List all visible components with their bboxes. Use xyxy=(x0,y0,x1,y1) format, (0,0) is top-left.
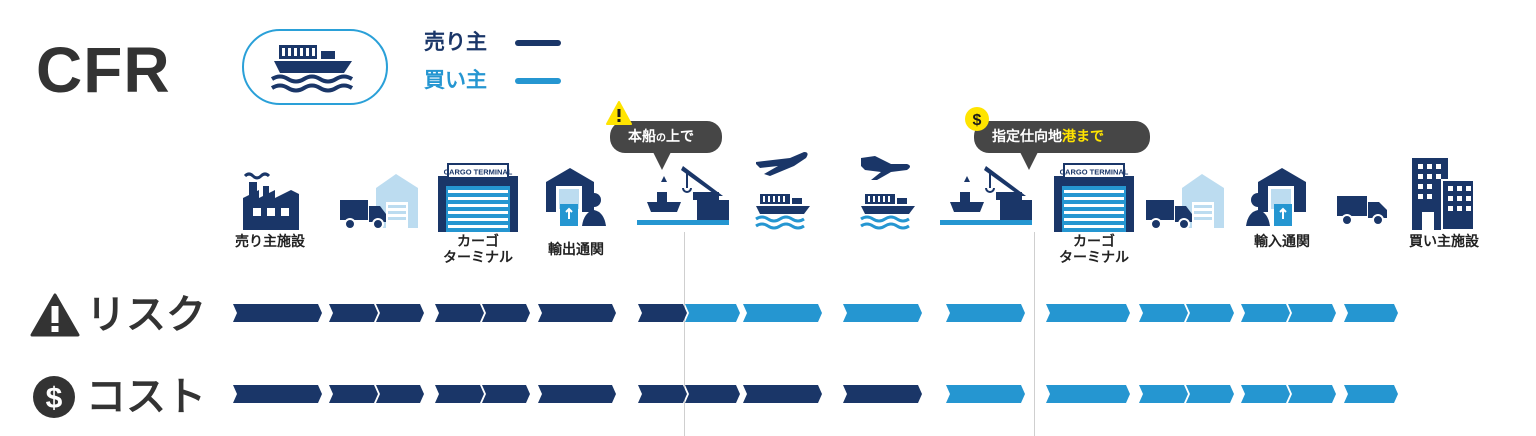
terminal-sign: CARGO TERMINAL xyxy=(1060,168,1129,177)
exclamation-triangle-icon xyxy=(606,101,632,125)
bar-segment-seller xyxy=(843,385,922,403)
callout-text: 本船 xyxy=(628,129,656,145)
bar-segment-seller xyxy=(376,304,424,322)
bar-segment-buyer xyxy=(946,385,1025,403)
legend-seller-label: 売り主 xyxy=(424,30,487,54)
step-label-cargo-terminal-import: カーゴ ターミナル xyxy=(1059,234,1129,266)
bar-segment-buyer xyxy=(1288,304,1336,322)
risk-label-text: リスク xyxy=(86,292,206,338)
terminal-sign: CARGO TERMINAL xyxy=(444,168,513,177)
bar-segment-buyer xyxy=(1344,385,1398,403)
bar-segment-seller xyxy=(538,304,616,322)
callout-highlight: 港まで xyxy=(1062,129,1104,145)
svg-text:$: $ xyxy=(973,112,982,129)
bar-segment-seller xyxy=(233,304,322,322)
bar-segment-seller xyxy=(638,385,687,403)
step-label-seller-facility: 売り主施設 xyxy=(235,234,305,250)
bar-segment-buyer xyxy=(743,304,822,322)
bar-segment-buyer xyxy=(1241,385,1290,403)
page-title: CFR xyxy=(36,34,171,106)
bar-segment-buyer xyxy=(1241,304,1290,322)
transfer-divider-risk xyxy=(684,232,685,436)
dollar-circle-icon: $ xyxy=(965,107,989,131)
bar-segment-seller xyxy=(233,385,322,403)
step-label-export-customs: 輸出通関 xyxy=(548,242,604,258)
truck-warehouse-icon xyxy=(340,174,418,230)
bar-segment-buyer xyxy=(1046,304,1130,322)
bar-segment-seller xyxy=(435,385,484,403)
truck-warehouse-icon xyxy=(1146,174,1224,230)
factory-icon xyxy=(243,172,299,230)
bar-segment-seller xyxy=(482,385,530,403)
callout-text: 指定仕向地 xyxy=(992,129,1062,145)
callout-bubble: 指定仕向地港まで xyxy=(974,121,1150,153)
bar-segment-seller xyxy=(638,304,687,322)
bar-segment-buyer xyxy=(685,304,740,322)
bar-segment-seller xyxy=(435,304,484,322)
bar-segment-buyer xyxy=(1046,385,1130,403)
cargo-terminal-icon: CARGO TERMINAL xyxy=(438,163,518,232)
dollar-circle-icon: $ xyxy=(33,376,75,418)
step-label-cargo-terminal-export: カーゴ ターミナル xyxy=(443,234,513,266)
svg-text:$: $ xyxy=(46,382,63,415)
callout-text-small: の xyxy=(656,133,666,144)
step-label-import-customs: 輸入通関 xyxy=(1254,234,1310,250)
transfer-divider-cost xyxy=(1034,232,1035,436)
callout-tail xyxy=(653,152,671,170)
bar-segment-seller xyxy=(538,385,616,403)
buildings-icon xyxy=(1412,158,1474,230)
bar-segment-seller xyxy=(685,385,740,403)
bar-segment-buyer xyxy=(1186,385,1234,403)
truck-icon xyxy=(1337,196,1387,226)
ship-icon xyxy=(270,45,354,93)
bar-segment-buyer xyxy=(1139,304,1188,322)
bar-segment-seller xyxy=(376,385,424,403)
customs-icon xyxy=(1246,168,1306,226)
bar-segment-buyer xyxy=(946,304,1025,322)
bar-segment-buyer xyxy=(1344,304,1398,322)
legend-buyer-label: 買い主 xyxy=(424,68,487,92)
callout-tail xyxy=(1020,152,1038,170)
legend-seller-line xyxy=(515,40,561,46)
port-crane-ship-icon xyxy=(940,166,1032,225)
bar-segment-buyer xyxy=(1139,385,1188,403)
bar-segment-seller xyxy=(743,385,822,403)
plane-ship-icon xyxy=(755,152,810,230)
bar-segment-seller xyxy=(329,304,378,322)
callout-bubble: 本船の上で xyxy=(610,121,722,153)
transport-mode-badge xyxy=(242,29,388,105)
warning-triangle-icon xyxy=(30,293,80,337)
bar-segment-seller xyxy=(329,385,378,403)
step-label-buyer-facility: 買い主施設 xyxy=(1409,234,1479,250)
legend-buyer-line xyxy=(515,78,561,84)
cost-label-text: コスト xyxy=(86,374,206,420)
bar-segment-buyer xyxy=(1186,304,1234,322)
cargo-terminal-icon: CARGO TERMINAL xyxy=(1054,163,1134,232)
bar-segment-seller xyxy=(482,304,530,322)
bar-segment-buyer xyxy=(843,304,922,322)
bar-segment-buyer xyxy=(1288,385,1336,403)
plane-ship-icon xyxy=(860,156,915,230)
callout-text-2: 上で xyxy=(666,129,694,145)
port-crane-ship-icon xyxy=(637,166,729,225)
customs-icon xyxy=(546,168,606,226)
